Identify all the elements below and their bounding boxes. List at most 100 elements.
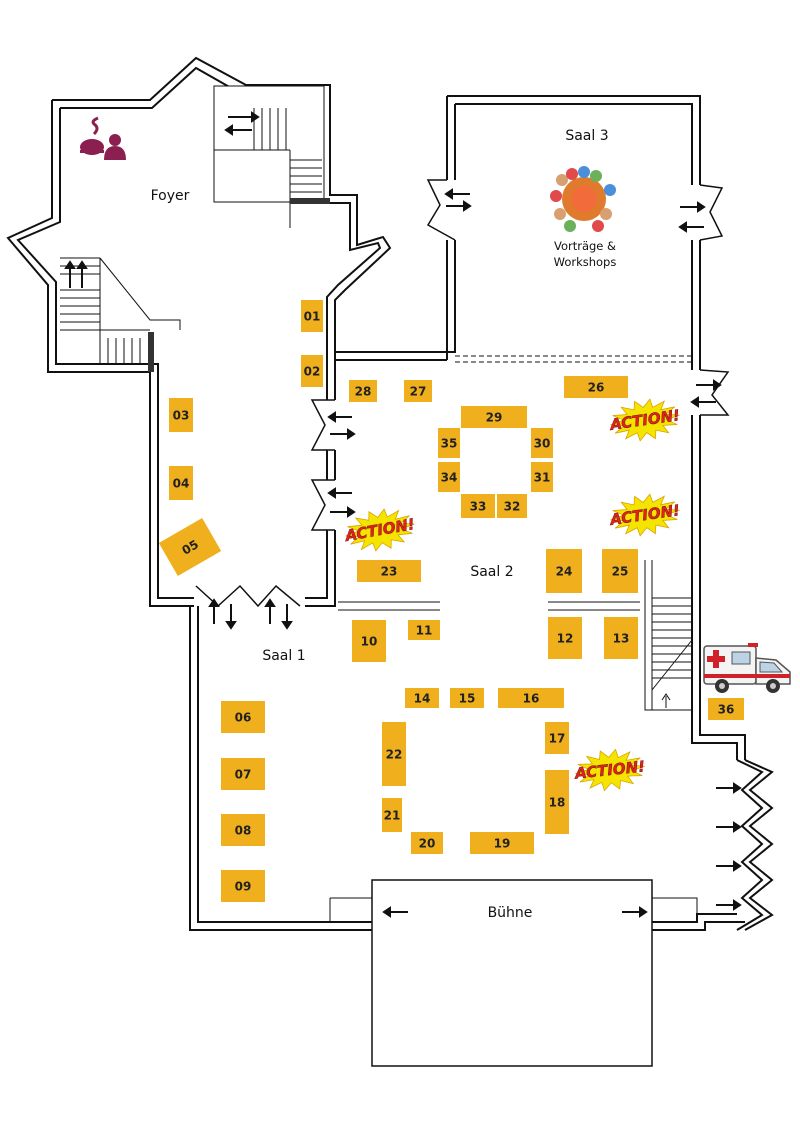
booth-26: 26: [564, 376, 628, 398]
booth-number: 19: [494, 837, 511, 851]
booth-07: 07: [221, 758, 265, 790]
booth-box: [461, 406, 527, 428]
booth-13: 13: [604, 617, 638, 659]
booth-box: [411, 832, 443, 854]
booth-number: 08: [235, 824, 252, 838]
booth-21: 21: [382, 798, 402, 832]
room-label-buehne: Bühne: [488, 905, 533, 921]
saal3-caption-line2: Workshops: [554, 255, 617, 269]
booth-number: 20: [419, 837, 436, 851]
booth-number: 30: [534, 437, 551, 451]
doors: [195, 179, 730, 608]
booth-29: 29: [461, 406, 527, 428]
action-label: ACTION!: [573, 757, 646, 782]
booth-number: 35: [441, 437, 458, 451]
booth-box: [382, 722, 406, 786]
booth-box: [708, 698, 744, 720]
booth-number: 18: [549, 796, 566, 810]
booths: 01 02 03 04 05 06 07 08 09 10 11 12 13 14 15 16 17 18 19 20…: [158, 300, 744, 902]
booth-box: [352, 620, 386, 662]
booth-12: 12: [548, 617, 582, 659]
booth-box: [169, 398, 193, 432]
booth-box: [531, 462, 553, 492]
meeting-circle-icon: [550, 166, 616, 232]
booth-box: [548, 617, 582, 659]
booth-16: 16: [498, 688, 564, 708]
booth-19: 19: [470, 832, 534, 854]
booth-number: 26: [588, 381, 605, 395]
booth-02: 02: [301, 355, 323, 387]
booth-number: 15: [459, 692, 476, 706]
booth-number: 07: [235, 768, 252, 782]
booth-box: [470, 832, 534, 854]
booth-36: 36: [708, 698, 744, 720]
walls: [6, 56, 774, 1067]
booth-number: 04: [173, 477, 190, 491]
booth-number: 10: [361, 635, 378, 649]
booth-box: [450, 688, 484, 708]
booth-box: [301, 300, 323, 332]
booth-number: 22: [386, 748, 403, 762]
booth-box: [301, 355, 323, 387]
booth-number: 09: [235, 880, 252, 894]
booth-06: 06: [221, 701, 265, 733]
booth-11: 11: [408, 620, 440, 640]
booth-number: 28: [355, 385, 372, 399]
booth-number: 17: [549, 732, 566, 746]
booth-box: [221, 814, 265, 846]
booth-33: 33: [461, 494, 495, 518]
saal3-caption-line1: Vorträge &: [554, 239, 616, 253]
booth-box: [438, 428, 460, 458]
booth-box: [221, 701, 265, 733]
booth-number: 23: [381, 565, 398, 579]
arrow-icon: [64, 111, 742, 918]
booth-28: 28: [349, 380, 377, 402]
booth-box: [404, 380, 432, 402]
booth-box: [169, 466, 193, 500]
booth-box: [461, 494, 495, 518]
booth-box: [545, 770, 569, 834]
booth-05: 05: [158, 518, 222, 576]
booth-30: 30: [531, 428, 553, 458]
booth-number: 34: [441, 471, 458, 485]
staircase-left: [60, 257, 181, 372]
booth-number: 21: [384, 809, 401, 823]
booth-box: [604, 617, 638, 659]
booth-number: 02: [304, 365, 321, 379]
booth-number: 12: [557, 632, 574, 646]
booth-box: [497, 494, 527, 518]
booth-box: [221, 758, 265, 790]
booth-number: 31: [534, 471, 551, 485]
booth-number: 16: [523, 692, 540, 706]
booth-number: 36: [718, 703, 735, 717]
booth-box: [221, 870, 265, 902]
booth-03: 03: [169, 398, 193, 432]
booth-number: 33: [470, 500, 487, 514]
catering-icon: [80, 116, 126, 160]
booth-number: 13: [613, 632, 630, 646]
booth-23: 23: [357, 560, 421, 582]
booth-18: 18: [545, 770, 569, 834]
booth-08: 08: [221, 814, 265, 846]
booth-number: 32: [504, 500, 521, 514]
booth-number: 01: [304, 310, 321, 324]
booth-number: 24: [556, 565, 573, 579]
booth-04: 04: [169, 466, 193, 500]
booth-32: 32: [497, 494, 527, 518]
room-label-saal3: Saal 3: [565, 128, 608, 144]
booth-number: 27: [410, 385, 427, 399]
booth-17: 17: [545, 722, 569, 754]
booth-22: 22: [382, 722, 406, 786]
booth-14: 14: [405, 688, 439, 708]
booth-number: 29: [486, 411, 503, 425]
booth-35: 35: [438, 428, 460, 458]
room-label-saal2: Saal 2: [470, 564, 513, 580]
booth-box: [349, 380, 377, 402]
staircase-saal2: [644, 560, 693, 711]
room-label-saal1: Saal 1: [262, 648, 305, 664]
booth-34: 34: [438, 462, 460, 492]
booth-number: 14: [414, 692, 431, 706]
booth-number: 06: [235, 711, 252, 725]
booth-box: [546, 549, 582, 593]
